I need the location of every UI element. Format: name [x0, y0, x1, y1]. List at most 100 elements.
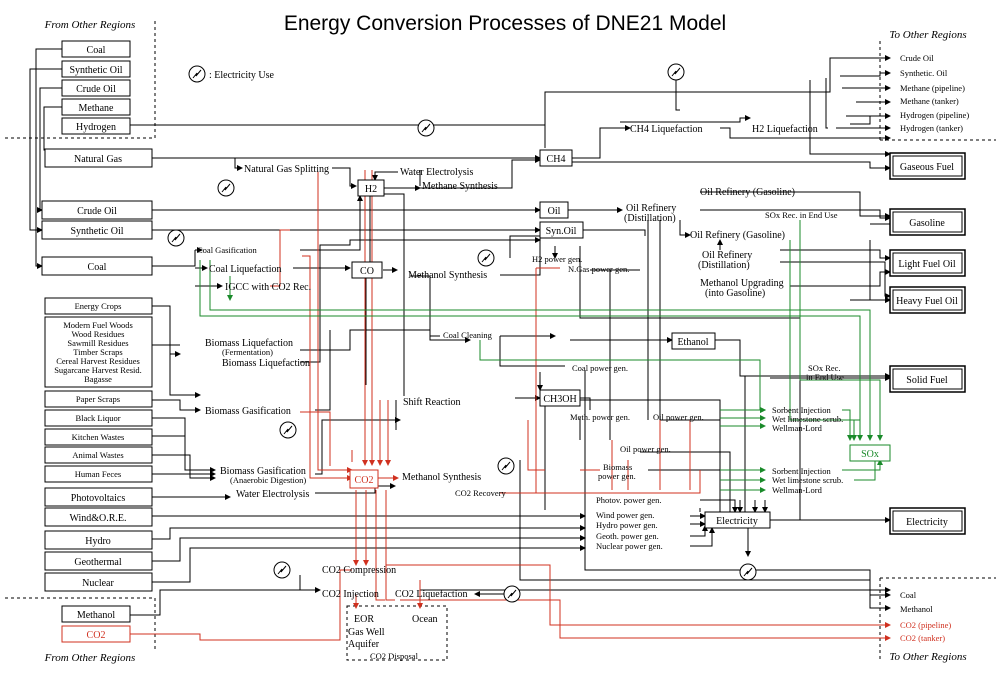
import-crude-oil-label: Crude Oil [76, 84, 116, 95]
animal-wastes-label: Animal Wastes [72, 450, 123, 460]
proc-wind-power: Wind power gen. [596, 510, 654, 520]
hydro-label: Hydro [85, 536, 111, 547]
proc-oil-ref: Oil Refinery [626, 203, 676, 214]
import-methane-label: Methane [79, 103, 115, 114]
woods-label-0: Modern Fuel Woods [63, 320, 133, 330]
proc-water-electrolysis2: Water Electrolysis [236, 489, 309, 500]
proc-sorbent2: Sorbent Injection [772, 466, 832, 476]
electricity-use-icon [188, 65, 206, 83]
proc-hydro-power: Hydro power gen. [596, 520, 658, 530]
exports-top: Crude Oil Synthetic. Oil Methane (pipeli… [900, 53, 969, 133]
proc-coal-cleaning: Coal Cleaning [443, 330, 493, 340]
proc-biomass-liq-ferm: Biomass Liquefaction [205, 338, 293, 349]
proc-oil-ref-gasoline: Oil Refinery (Gasoline) [700, 187, 795, 198]
page-title: Energy Conversion Processes of DNE21 Mod… [284, 12, 726, 35]
woods-label-2: Sawmill Residues [67, 338, 128, 348]
proc-biomass-liq: Biomass Liquefaction [222, 358, 310, 369]
kitchen-wastes-label: Kitchen Wastes [72, 432, 125, 442]
proc-aquifer: Aquifer [348, 639, 380, 650]
woods-label-1: Wood Residues [72, 329, 125, 339]
wind-label: Wind&O.R.E. [69, 513, 126, 524]
photovoltaics-label: Photovoltaics [71, 493, 126, 504]
energy-crops-label: Energy Crops [75, 301, 122, 311]
proc-sox-rec-end: SOx Rec. in End Use [765, 210, 838, 220]
import-synthetic-oil-label: Synthetic Oil [69, 65, 122, 76]
proc-ng-splitting: Natural Gas Splitting [244, 164, 329, 175]
import-crude-oil-box [61, 79, 131, 97]
import-hydrogen-label: Hydrogen [76, 122, 116, 133]
import-hydrogen-box [61, 117, 131, 135]
export-coal: Coal [900, 590, 917, 600]
proc-gas-well: Gas Well [348, 627, 385, 638]
to-regions-bottom-label: To Other Regions [889, 651, 966, 663]
exports-bottom: Coal Methanol CO2 (pipeline) CO2 (tanker… [900, 590, 951, 643]
proc-co2-disposal: CO2 Disposal [370, 651, 419, 661]
import-co2-label: CO2 [87, 630, 106, 641]
proc-h2-power: H2 power gen. [532, 254, 582, 264]
proc-wet-lime2: Wet limestone scrub. [772, 475, 843, 485]
proc-wellman1: Wellman-Lord [772, 423, 823, 433]
final-light-fuel-oil: Light Fuel Oil [898, 259, 955, 270]
import-coal-label: Coal [87, 45, 106, 56]
export-co2-tanker: CO2 (tanker) [900, 633, 945, 643]
proc-distillation: (Distillation) [624, 213, 676, 224]
node-synoil: Syn.Oil [546, 226, 577, 237]
synthetic-oil-label: Synthetic Oil [70, 226, 123, 237]
proc-into-gasoline: (into Gasoline) [705, 288, 765, 299]
proc-coal-power: Coal power gen. [572, 363, 628, 373]
proc-co2-liquefaction: CO2 Liquefaction [395, 589, 467, 600]
woods-label-4: Cereal Harvest Residues [56, 356, 140, 366]
woods-label-3: Timber Scraps [73, 347, 123, 357]
proc-biomass-power2: power gen. [598, 471, 636, 481]
proc-distillation2: (Distillation) [698, 260, 750, 271]
export-methane-pipeline: Methane (pipeline) [900, 83, 965, 93]
woods-label-6: Bagasse [84, 374, 112, 384]
export-methanol: Methanol [900, 604, 933, 614]
proc-sox-rec-end2: SOx Rec. [808, 363, 841, 373]
node-oil: Oil [548, 206, 561, 217]
proc-meth-upgrading: Methanol Upgrading [700, 278, 784, 289]
proc-methanol-synthesis2: Methanol Synthesis [402, 472, 481, 483]
import-methane-box [61, 98, 131, 116]
proc-h2-liquefaction: H2 Liquefaction [752, 124, 818, 135]
coal-label: Coal [88, 262, 107, 273]
export-hydrogen-tanker: Hydrogen (tanker) [900, 123, 963, 133]
proc-biomass-power: Biomass [603, 462, 632, 472]
node-co: CO [360, 266, 374, 277]
proc-igcc: IGCC with CO2 Rec. [225, 282, 311, 293]
node-ch3oh: CH3OH [543, 394, 576, 405]
from-regions-bottom-label: From Other Regions [44, 652, 136, 664]
node-co2: CO2 [355, 475, 374, 486]
geothermal-label: Geothermal [74, 557, 121, 568]
node-sox: SOx [861, 449, 879, 460]
final-heavy-fuel-oil: Heavy Fuel Oil [896, 296, 958, 307]
proc-co2-recovery: CO2 Recovery [455, 488, 507, 498]
nuclear-label: Nuclear [82, 578, 114, 589]
proc-eor: EOR [354, 614, 374, 625]
proc-oil-ref2: Oil Refinery [702, 250, 752, 261]
legend-electricity-use: : Electricity Use [209, 70, 275, 81]
proc-water-electrolysis: Water Electrolysis [400, 167, 473, 178]
proc-coal-liquefaction: Coal Liquefaction [209, 264, 281, 275]
final-gasoline: Gasoline [909, 218, 945, 229]
proc-anaerobic: (Anaerobic Digestion) [230, 475, 306, 485]
proc-in-end-use: in End Use [806, 372, 844, 382]
proc-fermentation: (Fermentation) [222, 347, 273, 357]
hub-nodes [349, 149, 891, 529]
proc-geoth-power: Geoth. power gen. [596, 531, 659, 541]
imports-top [61, 40, 131, 135]
proc-oil-ref-gasoline2: Oil Refinery (Gasoline) [690, 230, 785, 241]
process-labels: Natural Gas Splitting Water Electrolysis… [197, 124, 844, 661]
proc-wet-lime1: Wet limestone scrub. [772, 414, 843, 424]
proc-biomass-gas-an: Biomass Gasification [220, 466, 306, 477]
proc-methanol-synthesis: Methanol Synthesis [408, 270, 487, 281]
final-gaseous-fuel: Gaseous Fuel [900, 162, 954, 173]
paper-scraps-label: Paper Scraps [76, 394, 120, 404]
proc-coal-gasification: Coal Gasification [197, 245, 257, 255]
final-demand [889, 152, 966, 535]
export-co2-pipeline: CO2 (pipeline) [900, 620, 951, 630]
crude-oil-label: Crude Oil [77, 206, 117, 217]
black-liquor-label: Black Liquor [75, 413, 120, 423]
